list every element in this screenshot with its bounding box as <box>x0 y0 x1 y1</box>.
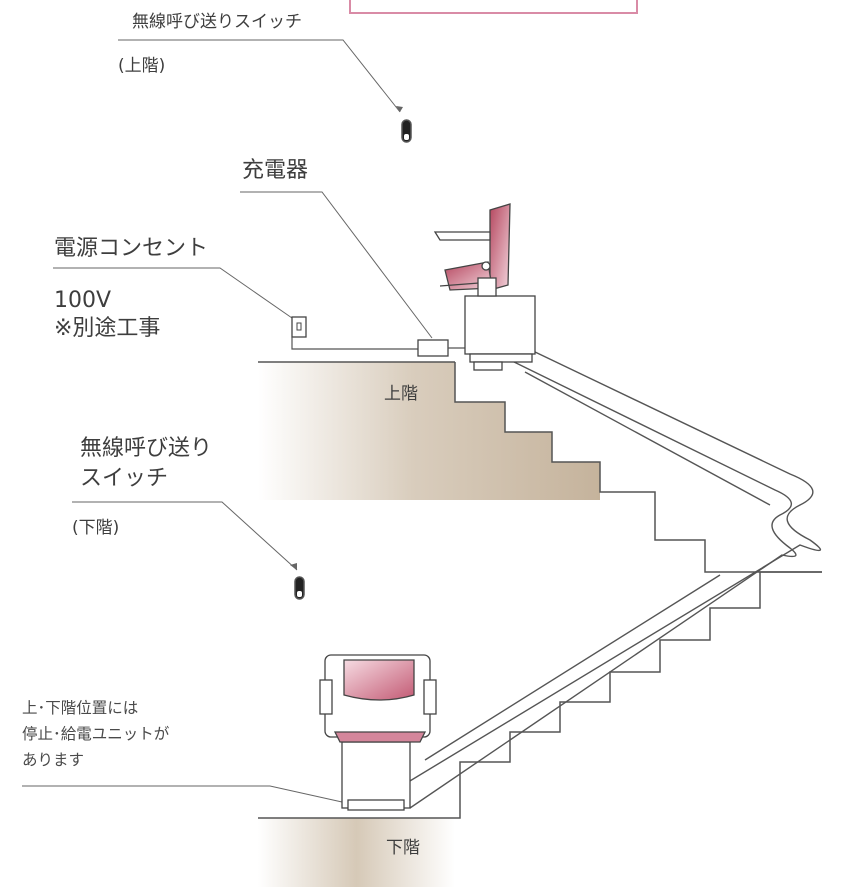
header-frame <box>349 0 638 14</box>
leader-charger <box>240 191 433 339</box>
outlet-voltage: 100V <box>54 288 112 313</box>
lower-chair <box>319 654 437 811</box>
wireless-switch-upper <box>401 119 412 143</box>
lower-switch-line2: スイッチ <box>80 466 169 491</box>
units-note-line1: 上･下階位置には <box>22 699 139 717</box>
upper-switch-floor: (上階) <box>118 56 166 76</box>
charger-label: 充電器 <box>242 158 309 183</box>
upper-chair <box>433 203 536 371</box>
outlet-box <box>291 316 307 338</box>
lower-flight-steps <box>258 571 822 819</box>
units-note-line2: 停止･給電ユニットが <box>22 725 170 743</box>
rail-outer <box>394 339 822 791</box>
upper-floor-mass <box>258 362 600 500</box>
upper-floor-label: 上階 <box>384 384 418 404</box>
lower-floor-mass <box>258 818 455 887</box>
leader-units <box>22 785 343 803</box>
leader-upper-switch <box>118 39 401 113</box>
upper-switch-title: 無線呼び送りスイッチ <box>132 12 302 32</box>
leader-outlet <box>53 267 293 319</box>
lower-floor-label: 下階 <box>386 838 420 858</box>
rail-inner <box>409 359 797 809</box>
wireless-switch-lower <box>294 576 305 600</box>
units-note-line3: あります <box>22 751 85 769</box>
outlet-title: 電源コンセント <box>54 236 209 261</box>
lower-switch-floor: (下階) <box>72 518 120 538</box>
upper-flight-steps <box>454 362 822 573</box>
charger-box <box>417 339 449 357</box>
outlet-note: ※別途工事 <box>54 316 161 341</box>
lower-switch-line1: 無線呼び送り <box>80 436 213 461</box>
leader-lower-switch <box>72 501 298 571</box>
